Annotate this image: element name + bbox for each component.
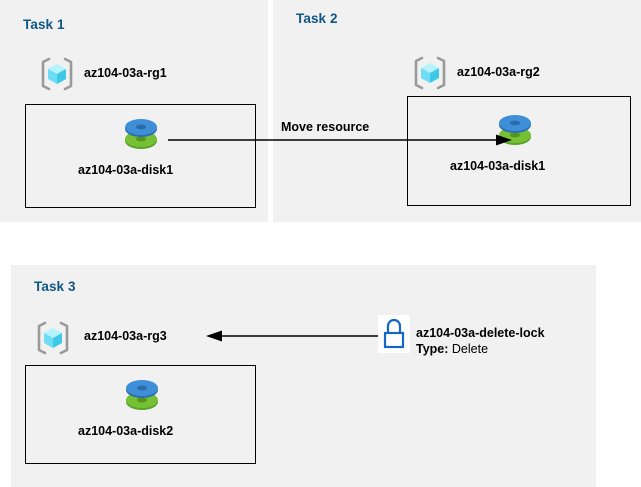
delete-lock-type-row: Type: Delete (416, 341, 545, 357)
task-3-panel (11, 265, 596, 487)
task-1-resource-box (25, 104, 256, 208)
task-1-panel (0, 0, 268, 222)
disk-label-disk1-moved: az104-03a-disk1 (450, 159, 546, 173)
resource-group-label-rg1: az104-03a-rg1 (84, 66, 167, 80)
task-3-title: Task 3 (34, 279, 76, 294)
disk-label-disk2: az104-03a-disk2 (78, 424, 174, 438)
disk-icon (120, 373, 164, 417)
task-2-title: Task 2 (296, 11, 338, 26)
resource-group-icon (33, 318, 73, 358)
task-2-resource-box (407, 96, 631, 206)
move-resource-label: Move resource (281, 120, 370, 134)
task-2-panel (273, 0, 641, 222)
delete-lock-arrow-icon (206, 326, 381, 346)
delete-lock-info: az104-03a-delete-lock Type: Delete (416, 325, 545, 357)
resource-group-icon (410, 53, 450, 93)
disk-icon (493, 108, 537, 152)
resource-group-label-rg2: az104-03a-rg2 (457, 65, 540, 79)
delete-lock-name: az104-03a-delete-lock (416, 326, 545, 340)
task-3-resource-box (25, 365, 256, 464)
lock-icon (378, 315, 410, 353)
delete-lock-type-value: Delete (451, 342, 489, 356)
resource-group-icon (37, 54, 77, 94)
task-1-title: Task 1 (23, 17, 65, 32)
resource-group-label-rg3: az104-03a-rg3 (84, 329, 167, 343)
move-resource-arrow-icon (168, 128, 513, 152)
disk-label-disk1: az104-03a-disk1 (78, 163, 174, 177)
delete-lock-type-key: Type: (416, 342, 449, 356)
disk-icon (119, 112, 163, 156)
